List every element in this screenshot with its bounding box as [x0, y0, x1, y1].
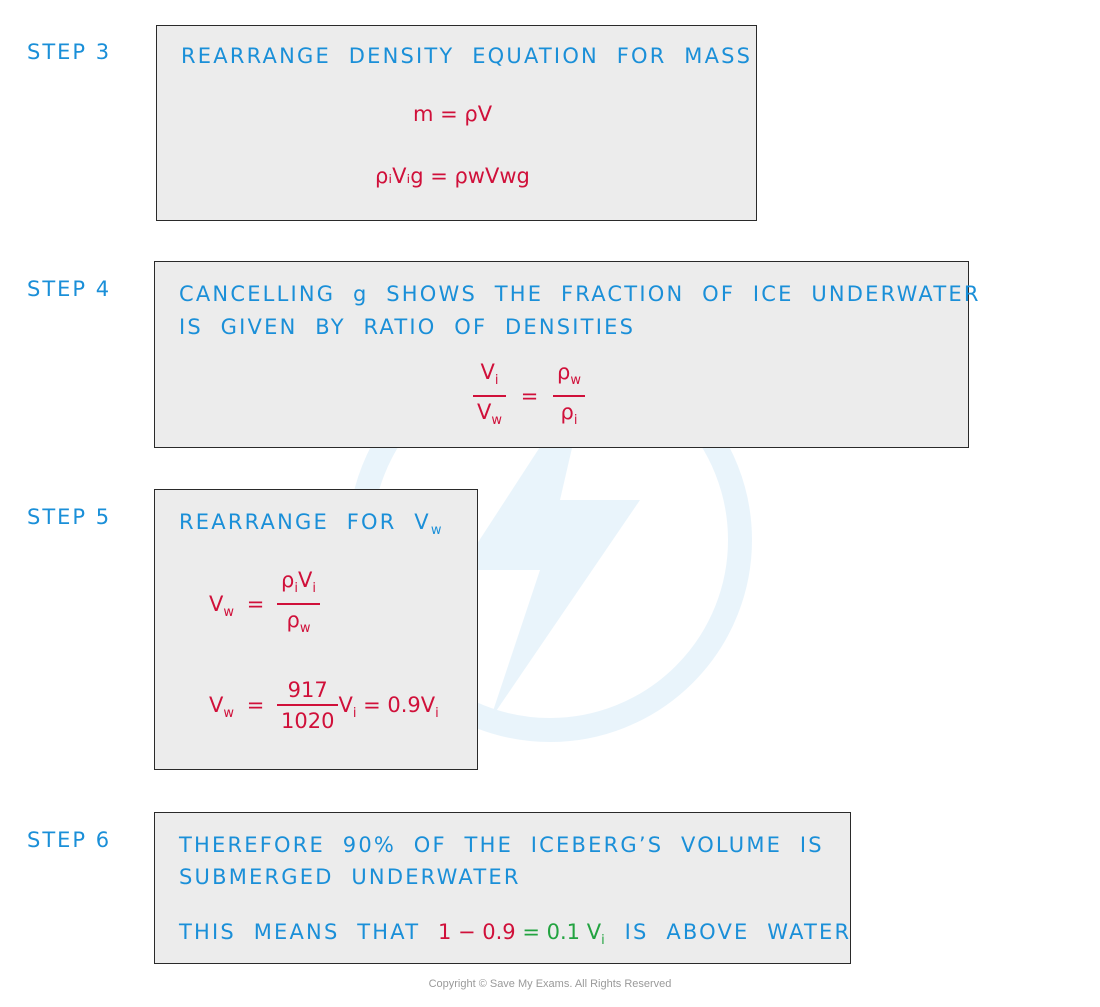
- step-6-label: STEP 6: [27, 828, 112, 852]
- step-5-equation-1: Vw = ρiVi ρw: [209, 566, 320, 644]
- step-6-box: THEREFORE 90% OF THE ICEBERG’S VOLUME IS…: [154, 812, 851, 964]
- step-3-equation-2: ρᵢVᵢg = ρwVwg: [375, 164, 530, 188]
- step-4-text-line-1: CANCELLING g SHOWS THE FRACTION OF ICE U…: [179, 282, 981, 306]
- step-6-conclusion: THIS MEANS THAT 1 − 0.9 = 0.1 Vi IS ABOV…: [179, 920, 852, 949]
- step-5-text: REARRANGE FOR Vw: [179, 510, 442, 539]
- step-6-text-line-1: THEREFORE 90% OF THE ICEBERG’S VOLUME IS: [179, 833, 824, 857]
- copyright-notice: Copyright © Save My Exams. All Rights Re…: [428, 978, 672, 990]
- step-4-label: STEP 4: [27, 277, 112, 301]
- step-4-fraction-equation: Vi Vw = ρw ρi: [473, 358, 585, 436]
- step-4-box: CANCELLING g SHOWS THE FRACTION OF ICE U…: [154, 261, 978, 448]
- density-ratio-fraction: ρw ρi: [553, 358, 585, 436]
- step-6-text-line-2: SUBMERGED UNDERWATER: [179, 865, 521, 889]
- step-5-label: STEP 5: [27, 505, 112, 529]
- step-5-equation-2: Vw = 917 1020 Vi = 0.9Vi: [209, 678, 439, 733]
- step-3-label: STEP 3: [27, 40, 112, 64]
- step-3-box: REARRANGE DENSITY EQUATION FOR MASS m = …: [156, 25, 757, 221]
- step-4-text-line-2: IS GIVEN BY RATIO OF DENSITIES: [179, 315, 636, 339]
- step-3-equation-1: m = ρV: [413, 102, 493, 126]
- step-3-text: REARRANGE DENSITY EQUATION FOR MASS: [181, 44, 753, 68]
- step-5-box: REARRANGE FOR Vw Vw = ρiVi ρw Vw = 917 1…: [154, 489, 478, 770]
- volume-ratio-fraction: Vi Vw: [473, 358, 507, 436]
